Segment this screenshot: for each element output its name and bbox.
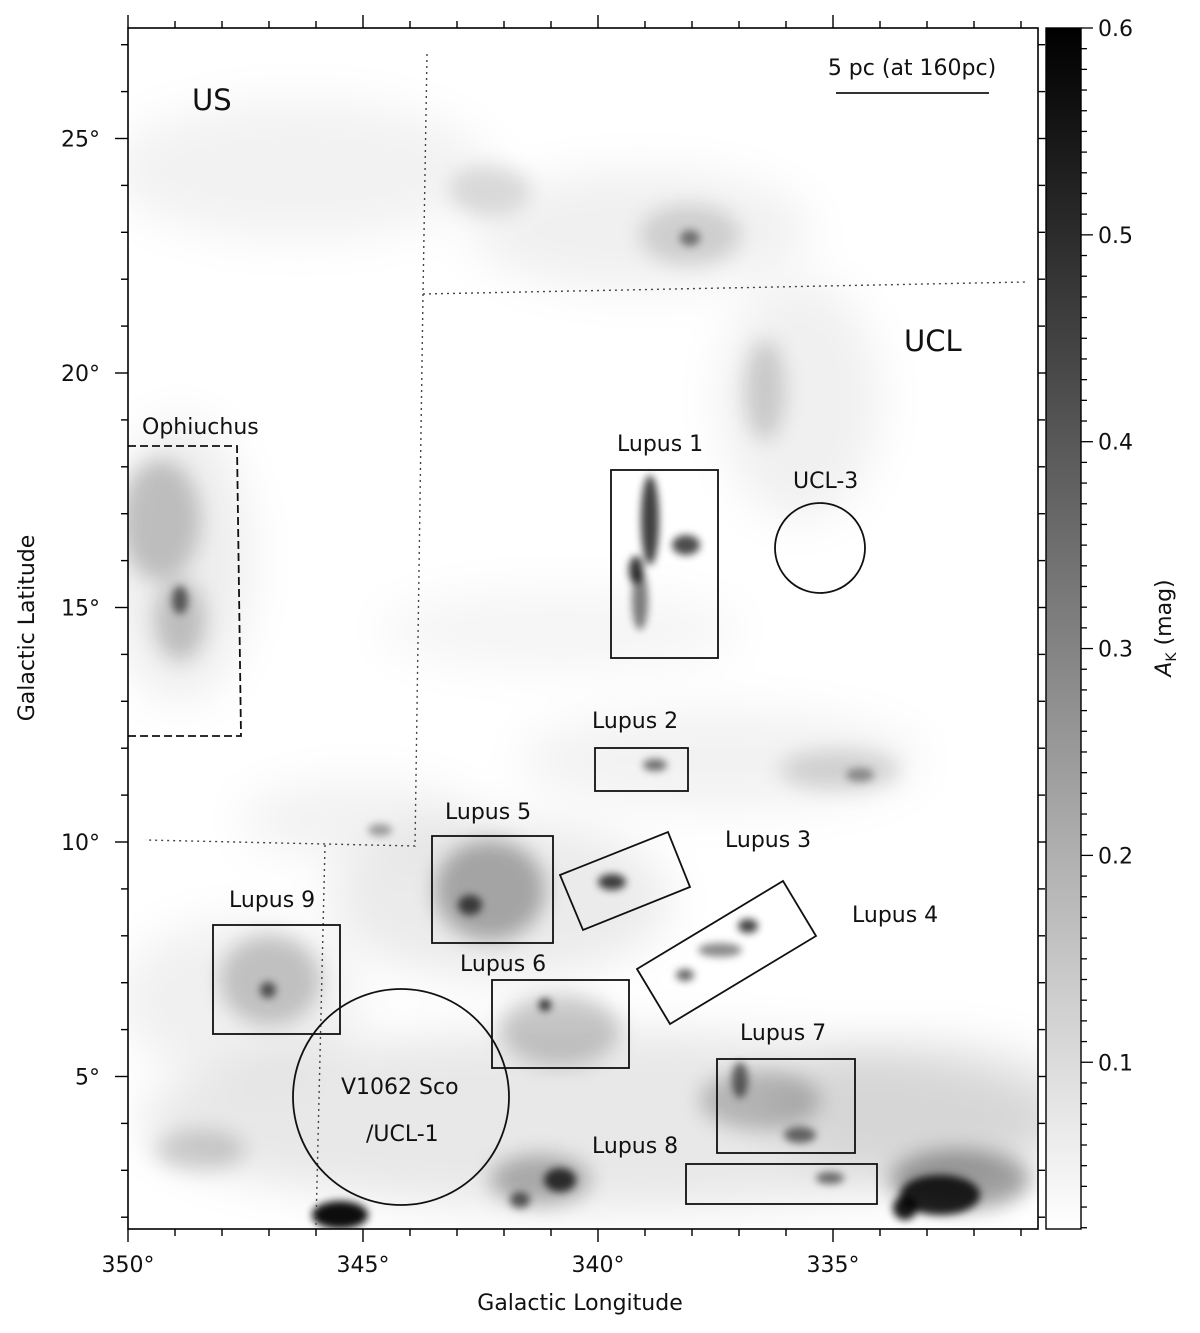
lupus9-label: Lupus 9	[229, 888, 315, 913]
y-tick-label: 20°	[61, 362, 100, 387]
lupus6-box	[491, 979, 630, 1069]
map-panel: 5 pc (at 160pc) US UCL Ophiuchus Lupus 1…	[15, 15, 1051, 1316]
lupus4-label: Lupus 4	[852, 903, 938, 928]
y-tick-label: 10°	[61, 831, 100, 856]
y-tick-label: 5°	[75, 1066, 100, 1091]
colorbar-label-subscript: K	[1164, 652, 1180, 662]
map-tick-labels: 350° 345° 340° 335° 25° 20° 15° 10° 5°	[61, 128, 860, 1279]
colorbar-label: AK (mag)	[1152, 579, 1180, 678]
lupus2-label: Lupus 2	[592, 709, 678, 734]
colorbar-gradient	[1045, 27, 1082, 1230]
v1062-sco-circle	[292, 988, 510, 1206]
colorbar-tick-label: 0.2	[1098, 844, 1133, 869]
map-ticks	[115, 15, 1051, 1242]
v1062-sco-label-line1: V1062 Sco	[341, 1075, 459, 1100]
lupus1-box	[610, 469, 719, 659]
lupus7-box	[716, 1058, 856, 1154]
map-frame	[127, 27, 1039, 1230]
colorbar-tick-label: 0.5	[1098, 224, 1133, 249]
us-region-label: US	[192, 83, 232, 117]
lupus8-box	[685, 1163, 878, 1205]
lupus9-box	[212, 924, 341, 1035]
lupus5-label: Lupus 5	[445, 800, 531, 825]
subregion-boundaries	[144, 53, 1027, 1226]
ophiuchus-box	[128, 445, 242, 737]
colorbar-tick-label: 0.3	[1098, 638, 1133, 663]
lupus4-box	[635, 879, 818, 1026]
y-tick-label: 15°	[61, 597, 100, 622]
lupus6-label: Lupus 6	[460, 952, 546, 977]
y-axis-label: Galactic Latitude	[15, 535, 40, 722]
ucl-region-label: UCL	[904, 324, 962, 358]
extinction-field	[128, 100, 1038, 1229]
colorbar-tick-label: 0.1	[1098, 1051, 1133, 1076]
ucl3-circle	[774, 502, 866, 594]
v1062-sco-label-line2: /UCL-1	[366, 1122, 439, 1147]
lupus3-label: Lupus 3	[725, 828, 811, 853]
colorbar: 0.6 0.5 0.4 0.3 0.2 0.1 AK (mag)	[1045, 17, 1180, 1230]
colorbar-label-unit: (mag)	[1152, 579, 1177, 652]
ucl3-label: UCL-3	[793, 469, 858, 494]
colorbar-ticks	[1081, 27, 1093, 1229]
cloud-labels: Ophiuchus Lupus 1 UCL-3 Lupus 2 Lupus 5 …	[142, 415, 938, 1159]
lupus8-label: Lupus 8	[592, 1134, 678, 1159]
x-tick-label: 345°	[337, 1253, 390, 1278]
x-tick-label: 350°	[102, 1253, 155, 1278]
cloud-apertures	[128, 445, 878, 1206]
lupus5-box	[431, 835, 554, 944]
ophiuchus-label: Ophiuchus	[142, 415, 259, 440]
ucl-boundary-line	[422, 281, 1027, 295]
lupus2-box	[594, 747, 689, 792]
colorbar-tick-label: 0.4	[1098, 431, 1133, 456]
x-tick-label: 340°	[572, 1253, 625, 1278]
lupus7-label: Lupus 7	[740, 1021, 826, 1046]
y-tick-label: 25°	[61, 128, 100, 153]
colorbar-tick-label: 0.6	[1098, 17, 1133, 42]
colorbar-tick-labels: 0.6 0.5 0.4 0.3 0.2 0.1	[1098, 17, 1133, 1076]
lupus1-label: Lupus 1	[617, 432, 703, 457]
scale-bar-label: 5 pc (at 160pc)	[828, 56, 996, 81]
lupus3-box	[558, 830, 692, 932]
us-boundary-line	[144, 53, 428, 847]
x-tick-label: 335°	[807, 1253, 860, 1278]
colorbar-label-symbol: A	[1152, 662, 1177, 679]
x-axis-label: Galactic Longitude	[477, 1291, 682, 1316]
